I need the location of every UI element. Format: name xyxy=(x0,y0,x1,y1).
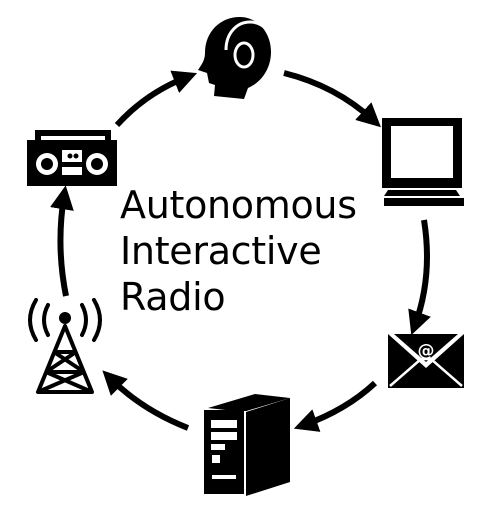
radio-tower-icon xyxy=(28,298,102,394)
svg-text:@: @ xyxy=(418,341,435,361)
arrow-monitor-to-email xyxy=(408,219,431,336)
diagram-title: Autonomous Interactive Radio xyxy=(120,182,400,320)
boombox-icon xyxy=(27,130,117,186)
envelope-at-icon: @ xyxy=(388,334,464,388)
arrow-email-to-server xyxy=(293,380,378,432)
arrow-head-to-monitor xyxy=(283,70,381,128)
arrow-boombox-to-head xyxy=(114,70,198,128)
cycle-arrows xyxy=(50,70,431,432)
title-line-1: Autonomous xyxy=(120,183,357,227)
server-tower-icon xyxy=(204,394,290,496)
title-line-2: Interactive xyxy=(120,229,322,273)
arrow-server-to-tower xyxy=(102,370,190,431)
title-line-3: Radio xyxy=(120,275,226,319)
monitor-icon xyxy=(382,118,464,206)
headphones-head-icon xyxy=(198,17,276,99)
arrow-tower-to-boombox xyxy=(50,185,74,297)
